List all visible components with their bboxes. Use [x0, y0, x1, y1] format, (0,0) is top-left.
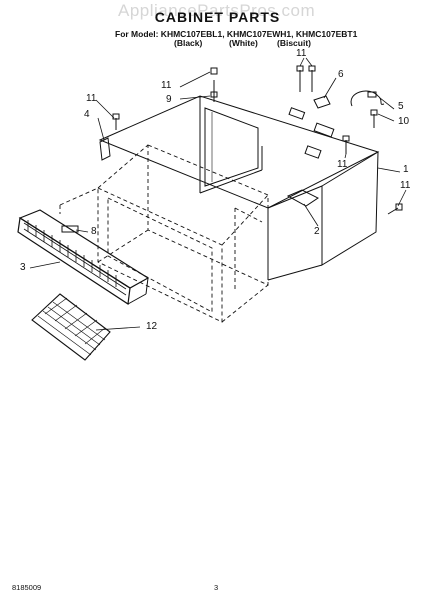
- variant-black: (Black): [174, 38, 203, 48]
- screw-9: [210, 67, 218, 102]
- callout-1: 1: [403, 164, 409, 175]
- screw-11-left: [112, 113, 120, 130]
- watermark-text: AppliancePartsPros.com: [118, 1, 316, 20]
- vent-grille: [17, 209, 150, 306]
- callout-6: 6: [338, 69, 344, 80]
- callout-2: 2: [314, 226, 320, 237]
- callout-5: 5: [398, 101, 404, 112]
- callout-9: 9: [166, 94, 172, 105]
- cabinet-shell-top: [98, 95, 380, 209]
- screw-11-center: [342, 135, 350, 154]
- callout-10: 10: [398, 116, 410, 127]
- callout-12: 12: [146, 321, 158, 332]
- cabinet-shell-right: [321, 151, 379, 266]
- power-cord-5: [350, 90, 385, 107]
- bracket-4: [99, 137, 111, 161]
- bracket-6: [313, 95, 331, 109]
- page-number: 3: [214, 583, 219, 592]
- bracket-2: [286, 189, 319, 207]
- screw-11-side: [387, 203, 403, 215]
- variant-biscuit: (Biscuit): [277, 38, 311, 48]
- document-number: 8185009: [12, 583, 42, 592]
- callout-3: 3: [20, 262, 26, 273]
- callout-11-top: 11: [161, 80, 172, 91]
- oven-cavity-front: [97, 187, 223, 323]
- callout-11-center: 11: [337, 159, 348, 170]
- oven-cavity-back: [147, 144, 269, 286]
- callout-11-left: 11: [86, 93, 97, 104]
- clip-8: [61, 225, 79, 233]
- grease-filter: [31, 293, 111, 361]
- back-panel: [204, 107, 259, 187]
- callout-11-side: 11: [400, 180, 411, 191]
- model-line: For Model: KHMC107EBL1, KHMC107EWH1, KHM…: [115, 29, 358, 39]
- screw-10: [370, 109, 378, 128]
- callout-8: 8: [91, 226, 97, 237]
- callout-4: 4: [84, 109, 90, 120]
- page-title: CABINET PARTS: [154, 9, 281, 25]
- screws-11-right: [296, 65, 316, 92]
- variant-white: (White): [229, 38, 258, 48]
- callout-11-right: 11: [296, 48, 307, 59]
